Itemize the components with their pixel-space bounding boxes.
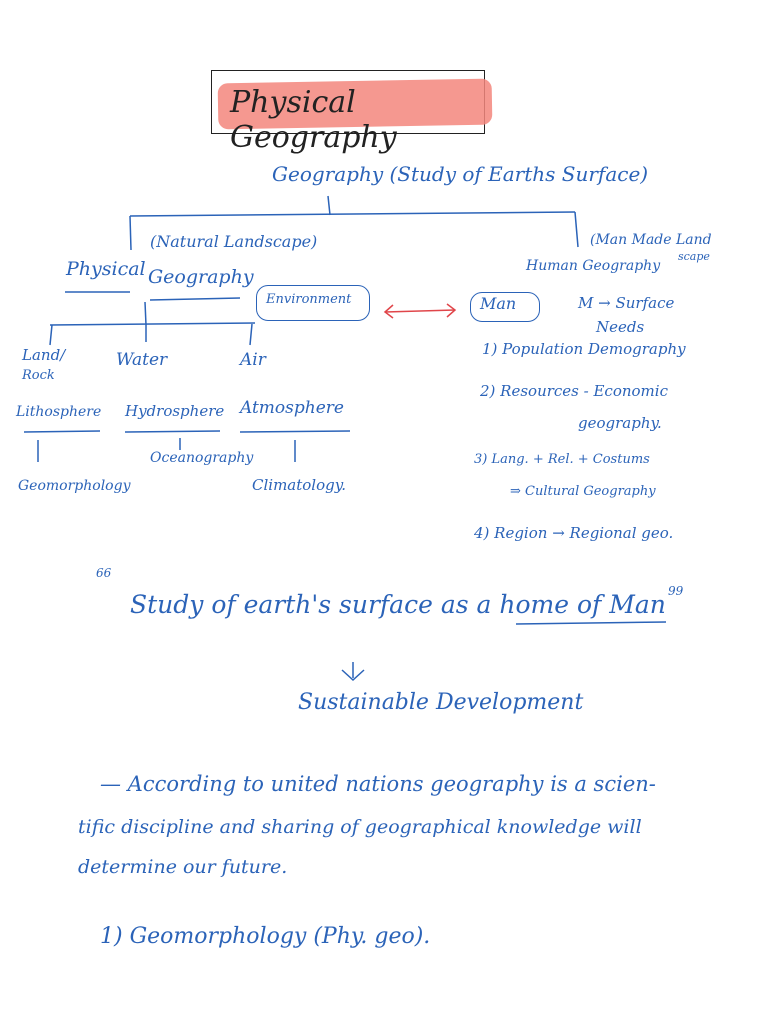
- man-label: Man: [480, 294, 517, 313]
- human-geography-label: Human Geography: [526, 258, 661, 274]
- atmosphere-label: Atmosphere: [240, 398, 344, 418]
- hydrosphere-label: Hydrosphere: [125, 402, 225, 420]
- environment-label: Environment: [266, 292, 352, 307]
- quote-close-mark: 99: [668, 584, 684, 598]
- branch-land-label: Land/: [22, 346, 66, 364]
- root-heading: Geography (Study of Earths Surface): [272, 162, 649, 186]
- paragraph-line-2: tific discipline and sharing of geograph…: [78, 816, 642, 838]
- climatology-label: Climatology.: [252, 476, 346, 494]
- branch-air-label: Air: [240, 350, 266, 370]
- lithosphere-label: Lithosphere: [16, 404, 102, 420]
- needs-label: Needs: [596, 318, 645, 336]
- branch-water-label: Water: [116, 350, 168, 370]
- geomorphology-label: Geomorphology: [18, 478, 131, 494]
- study-definition-line: Study of earth's surface as a home of Ma…: [130, 590, 666, 619]
- geography-label: Geography: [148, 266, 254, 288]
- human-list-item-2b: geography.: [578, 414, 662, 432]
- title-box: Physical Geography: [211, 70, 493, 155]
- point-1-geomorphology: 1) Geomorphology (Phy. geo).: [100, 924, 431, 949]
- paragraph-line-3: determine our future.: [78, 856, 288, 878]
- man-made-landscape-label-2: scape: [678, 250, 710, 263]
- man-box: [470, 292, 540, 322]
- environment-box: [256, 285, 370, 321]
- man-made-landscape-label: (Man Made Land: [590, 232, 712, 248]
- physical-label: Physical: [66, 258, 146, 280]
- study-definition-text: Study of earth's surface as a: [130, 590, 500, 619]
- human-list-item-4: 4) Region → Regional geo.: [474, 524, 674, 542]
- human-list-item-1: 1) Population Demography: [482, 340, 686, 358]
- man-note: M → Surface: [578, 294, 675, 312]
- human-list-item-3: 3) Lang. + Rel. + Costums: [474, 452, 650, 467]
- natural-landscape-label: (Natural Landscape): [150, 232, 318, 251]
- home-of-man-text: home of Man: [499, 590, 666, 619]
- human-list-item-2: 2) Resources - Economic: [480, 382, 668, 400]
- page-title: Physical Geography: [230, 85, 397, 155]
- branch-rock-label: Rock: [22, 368, 55, 383]
- quote-open-mark: 66: [96, 566, 112, 580]
- oceanography-label: Oceanography: [150, 450, 254, 466]
- sustainable-development-label: Sustainable Development: [298, 690, 584, 715]
- paragraph-line-1: — According to united nations geography …: [100, 772, 656, 796]
- human-list-item-3b: ⇒ Cultural Geography: [510, 484, 656, 499]
